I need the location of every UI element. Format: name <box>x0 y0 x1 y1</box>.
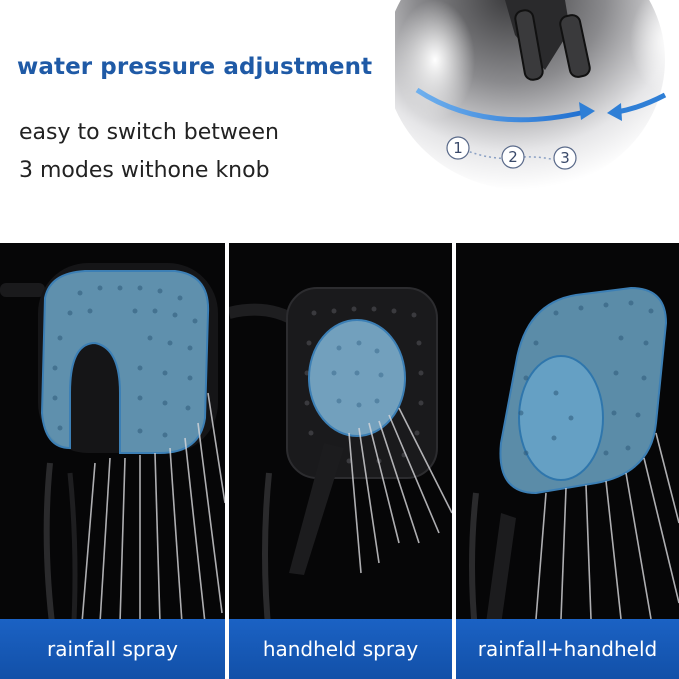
mode-position-3: 3 <box>553 146 577 170</box>
combined-shower-image <box>456 243 679 679</box>
mode-panel-rainfall: rainfall spray <box>0 243 225 679</box>
modes-section: rainfall spray <box>0 243 679 679</box>
mode-label-text: handheld spray <box>262 637 419 661</box>
svg-text:3: 3 <box>560 149 570 167</box>
mode-label-text: rainfall spray <box>47 637 178 661</box>
mode-position-1: 1 <box>446 136 470 160</box>
mode-label-rainfall: rainfall spray <box>0 619 225 679</box>
mode-panel-combined: rainfall+handheld <box>456 243 679 679</box>
subtitle-line-1: easy to switch between <box>19 120 279 145</box>
rotate-arrow-icon <box>415 87 586 123</box>
svg-text:1: 1 <box>453 139 463 157</box>
mode-label-text: rainfall+handheld <box>477 637 658 661</box>
mode-panel-handheld: handheld spray <box>229 243 452 679</box>
svg-text:2: 2 <box>508 148 518 166</box>
headline: water pressure adjustment <box>17 54 373 80</box>
mode-label-handheld: handheld spray <box>229 619 452 679</box>
subtitle-line-2: 3 modes withone knob <box>19 158 270 183</box>
knob-illustration: 1 2 3 <box>395 0 679 243</box>
mode-label-combined: rainfall+handheld <box>456 619 679 679</box>
handheld-shower-image <box>229 243 452 679</box>
mode-position-2: 2 <box>501 145 525 169</box>
rainfall-shower-image <box>0 243 225 679</box>
header-section: water pressure adjustment easy to switch… <box>0 0 679 243</box>
